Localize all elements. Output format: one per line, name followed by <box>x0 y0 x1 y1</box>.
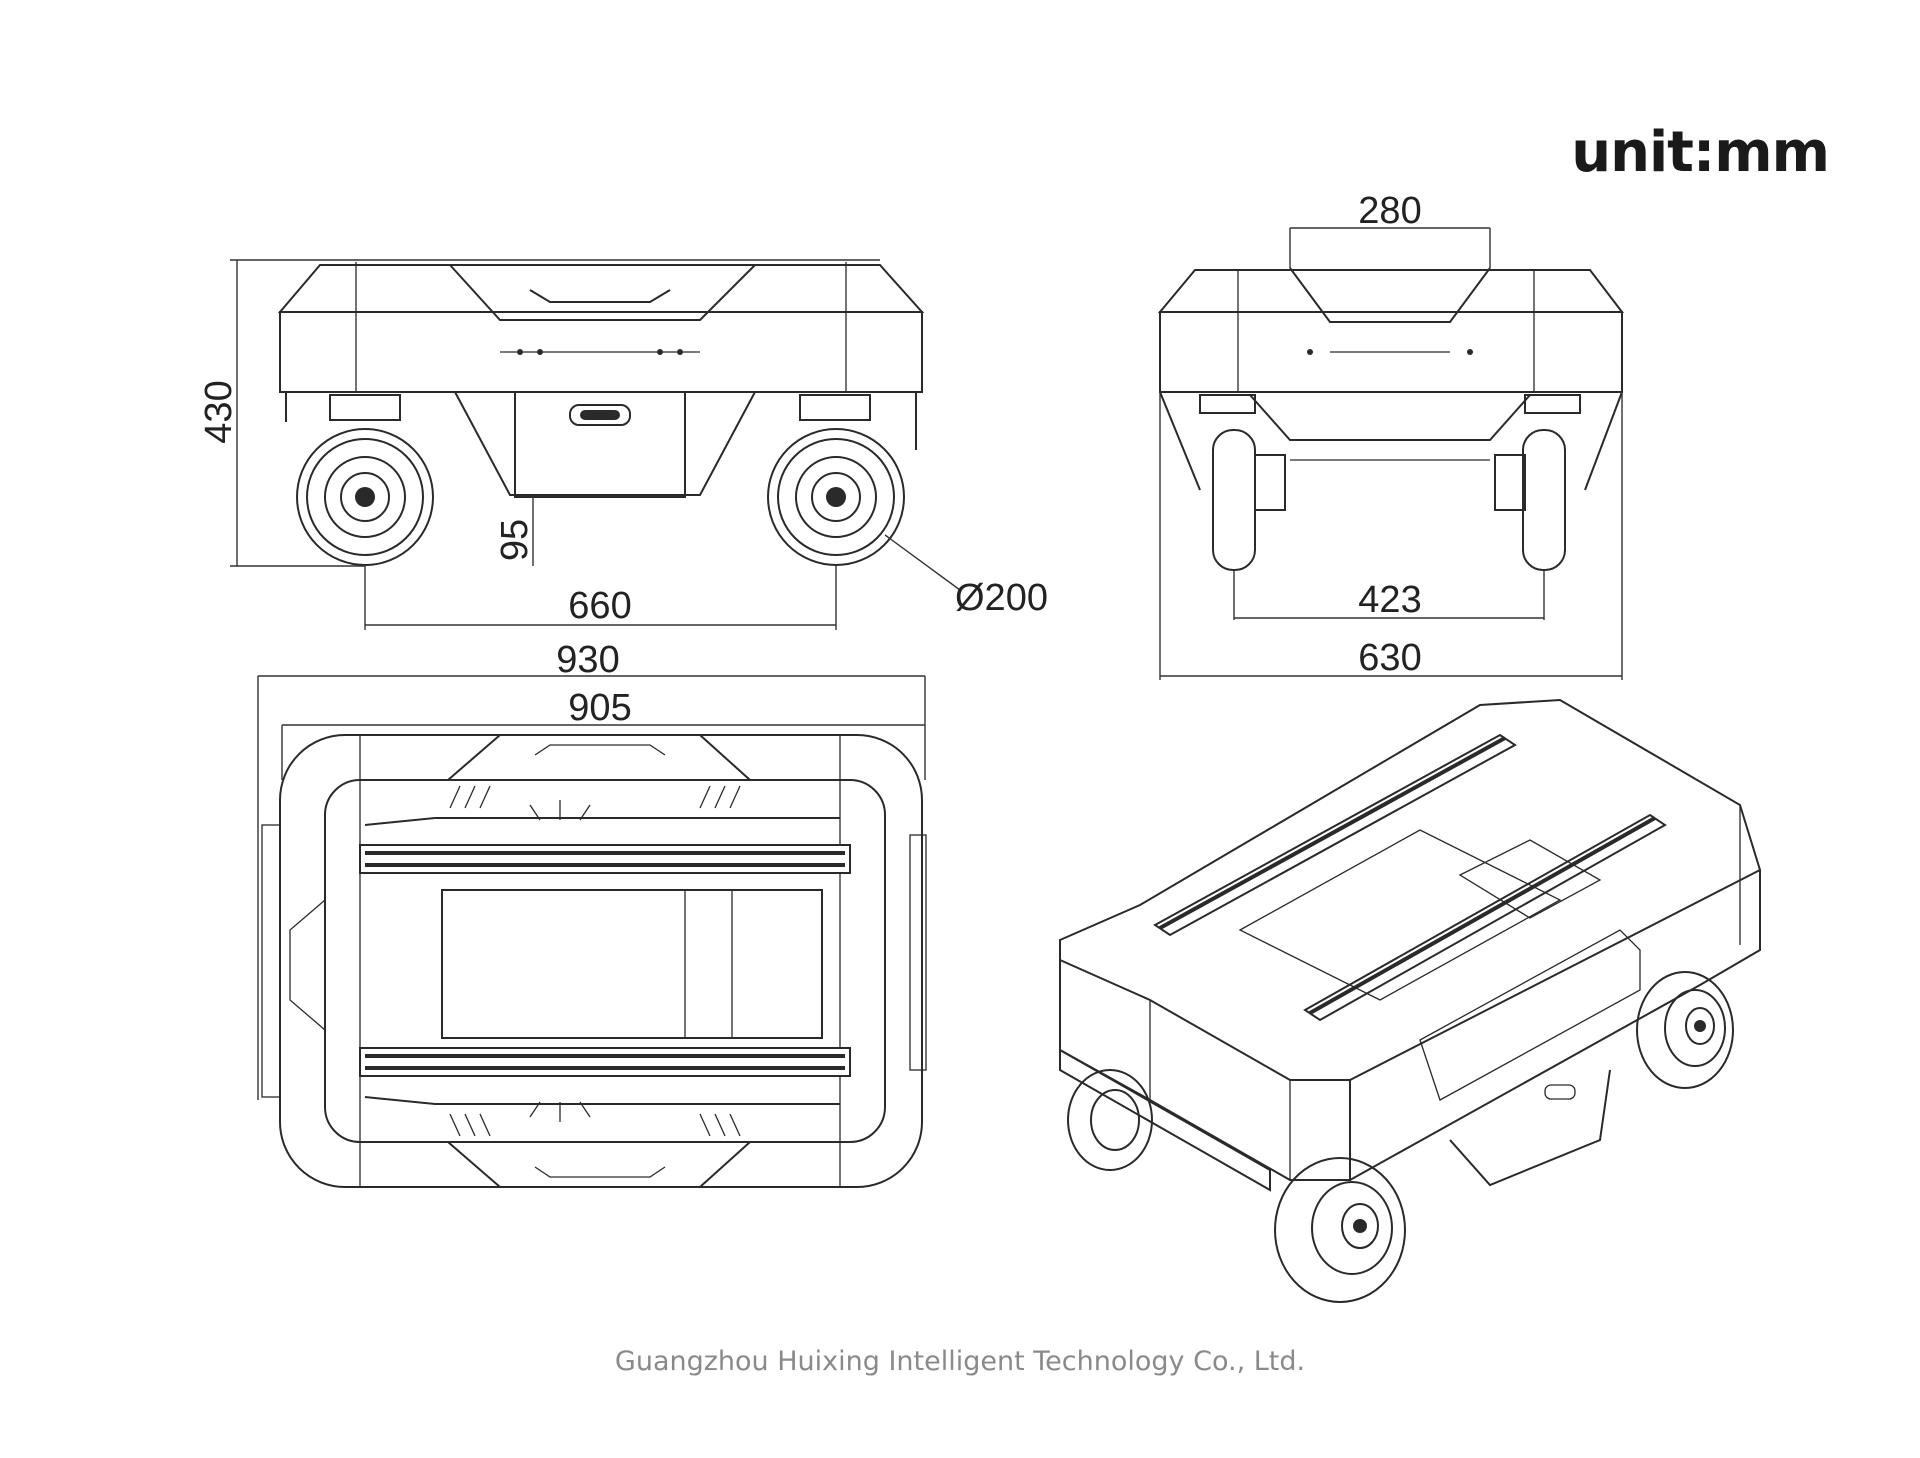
front-view: 280 423 630 <box>1157 190 1625 680</box>
dim-overall-length: 930 <box>556 639 619 681</box>
left-wheel <box>1212 429 1256 571</box>
unit-label: unit:mm <box>1571 120 1830 185</box>
iso-rail-1 <box>1153 733 1517 937</box>
rear-wheel <box>767 428 905 566</box>
dim-top-width: 280 <box>1358 190 1421 232</box>
vents-bottom <box>364 1096 840 1137</box>
top-view: 930 905 <box>257 639 927 1188</box>
dim-ground-clearance: 95 <box>494 519 536 561</box>
isometric-view <box>1059 698 1762 1303</box>
vents-top <box>364 785 840 826</box>
bottom-rail <box>359 1047 851 1077</box>
side-view: 430 95 660 Ø200 <box>198 259 1048 630</box>
dim-track: 423 <box>1358 579 1421 621</box>
dim-overall-width: 630 <box>1358 637 1421 679</box>
dim-height: 430 <box>198 380 240 443</box>
company-name: Guangzhou Huixing Intelligent Technology… <box>614 1346 1306 1377</box>
dim-wheel-diameter: Ø200 <box>955 577 1048 619</box>
iso-wheel-rear-right <box>1636 971 1734 1089</box>
front-wheel <box>296 428 434 566</box>
dim-body-length: 905 <box>568 687 631 729</box>
iso-wheel-front-left <box>1067 1069 1153 1171</box>
right-wheel <box>1522 429 1566 571</box>
top-rail <box>359 844 851 874</box>
iso-wheel-front-right <box>1274 1157 1406 1303</box>
dim-wheelbase: 660 <box>568 585 631 627</box>
